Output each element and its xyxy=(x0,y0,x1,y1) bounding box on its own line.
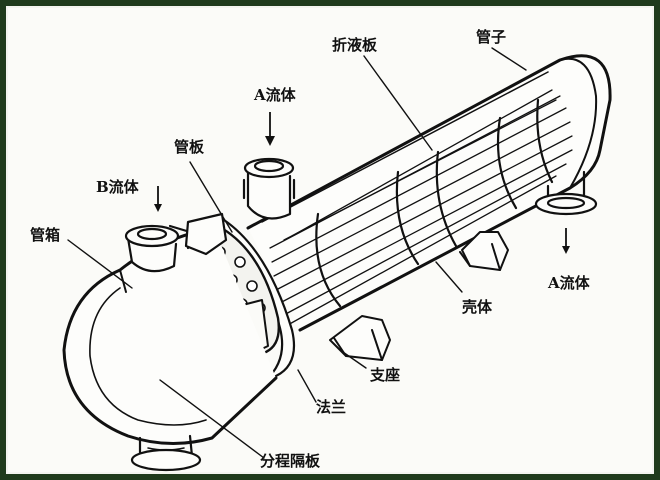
shell-right-cap xyxy=(559,57,598,189)
label-shell: 壳体 xyxy=(462,298,493,316)
label-baffle: 折液板 xyxy=(332,36,378,54)
label-support: 支座 xyxy=(370,366,401,384)
nozzle-b xyxy=(124,212,228,273)
arrow-b-icon xyxy=(154,186,162,212)
leader-lines xyxy=(67,47,527,459)
label-channel: 管箱 xyxy=(30,226,61,244)
nozzle-a-out xyxy=(534,170,598,216)
nozzle-a-in xyxy=(242,157,296,220)
label-fluid-a-out: A流体 xyxy=(548,274,590,292)
label-fluid-b: B流体 xyxy=(96,178,139,196)
shell-body xyxy=(246,54,612,332)
label-pass-partition: 分程隔板 xyxy=(260,452,321,470)
nozzle-channel-bottom xyxy=(130,434,202,472)
shell-upper-edge xyxy=(261,71,549,223)
arrow-a-in-icon xyxy=(265,112,275,146)
label-flange: 法兰 xyxy=(316,398,347,416)
arrow-a-out-icon xyxy=(562,228,570,254)
label-tube-bundle: 管子 xyxy=(476,28,507,46)
label-tube-sheet: 管板 xyxy=(174,138,205,156)
baffles xyxy=(315,98,554,308)
label-fluid-a-in: A流体 xyxy=(254,86,296,104)
